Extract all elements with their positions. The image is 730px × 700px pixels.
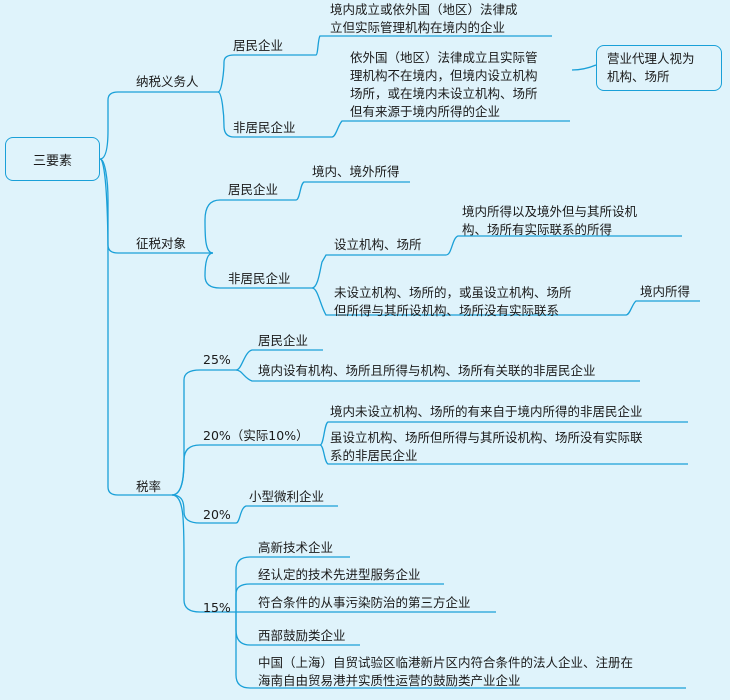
rate-15-item: 西部鼓励类企业 [258, 628, 346, 643]
object-resident: 居民企业 [228, 182, 279, 197]
object-established: 设立机构、场所 [334, 237, 422, 252]
rate-15-item: 中国（上海）自贸试验区临港新片区内符合条件的法人企业、注册在 海南自由贸易港并实… [258, 655, 634, 688]
rate-25: 25% [203, 352, 231, 367]
object-nonresident: 非居民企业 [228, 271, 291, 286]
object-not-established: 未设立机构、场所的，或虽设立机构、场所 但所得与其所设机构、场所没有实际联系 [334, 285, 572, 318]
callout-text: 营业代理人视为 机构、场所 [607, 51, 695, 84]
object-established-scope: 境内所得以及境外但与其所设机 构、场所有实际联系的所得 [462, 204, 638, 237]
rate-15-item: 经认定的技术先进型服务企业 [258, 567, 421, 582]
rate-20-actual-10-item: 境内未设立机构、场所的有来自于境内所得的非居民企业 [330, 404, 643, 419]
taxpayer-resident-definition: 境内成立或依外国（地区）法律成 立但实际管理机构在境内的企业 [330, 2, 518, 35]
object-resident-scope: 境内、境外所得 [312, 164, 400, 179]
rate-15: 15% [203, 600, 231, 615]
object-not-established-scope: 境内所得 [640, 284, 691, 299]
root-node: 三要素 [5, 137, 100, 181]
taxpayer-nonresident: 非居民企业 [233, 120, 296, 135]
callout-note: 营业代理人视为 机构、场所 [596, 45, 722, 91]
object-label: 征税对象 [136, 236, 187, 251]
rate-25-item: 境内设有机构、场所且所得与机构、场所有关联的非居民企业 [258, 363, 596, 378]
rate-25-item: 居民企业 [258, 333, 309, 348]
rate-20-actual-10: 20%（实际10%） [203, 428, 309, 443]
rate-20: 20% [203, 507, 231, 522]
taxpayer-resident: 居民企业 [233, 38, 284, 53]
taxpayer-label: 纳税义务人 [136, 74, 199, 89]
rate-15-item: 高新技术企业 [258, 540, 334, 555]
root-label: 三要素 [32, 153, 72, 169]
rate-20-actual-10-item: 虽设立机构、场所但所得与其所设机构、场所没有实际联 系的非居民企业 [330, 430, 643, 463]
rate-20-item: 小型微利企业 [249, 489, 325, 504]
rate-label: 税率 [136, 479, 162, 494]
taxpayer-nonresident-definition: 依外国（地区）法律成立且实际管 理机构不在境内，但境内设立机构 场所，或在境内未… [350, 50, 538, 119]
rate-15-item: 符合条件的从事污染防治的第三方企业 [258, 595, 471, 610]
